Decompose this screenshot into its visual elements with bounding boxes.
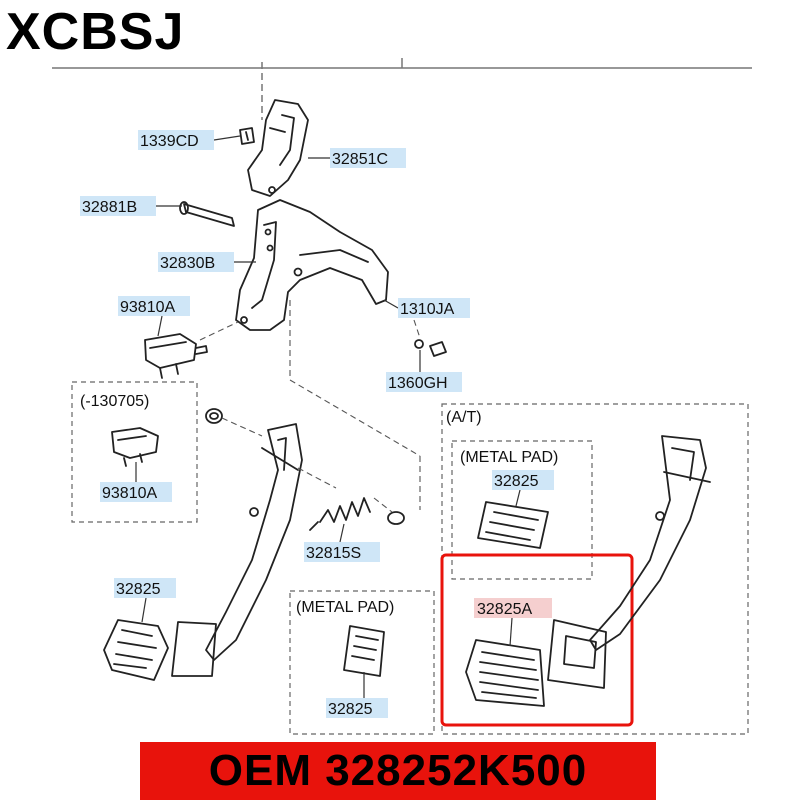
part-number-text: 32830B <box>160 255 215 272</box>
group-box-prior <box>71 381 198 523</box>
part-number-text: 1310JA <box>400 301 455 318</box>
leader-lines <box>135 135 521 698</box>
part-number-text: 93810A <box>102 485 157 502</box>
part-number-text: 32825 <box>116 581 161 598</box>
part-label-32881B[interactable]: 32881B <box>80 196 156 216</box>
group-label-metal-pad-top: (METAL PAD) <box>460 449 558 466</box>
part-number-text: 1360GH <box>388 375 448 392</box>
part-number-text: 32815S <box>306 545 361 562</box>
part-label-93810A-box[interactable]: 93810A <box>100 482 172 502</box>
group-box-metal-pad-top <box>451 440 593 580</box>
part-label-32815S[interactable]: 32815S <box>304 542 380 562</box>
brand-logo-text: XCBSJ <box>6 3 185 61</box>
part-number-text: 32851C <box>332 151 388 168</box>
part-number-text: 32825 <box>494 473 539 490</box>
part-label-1310JA[interactable]: 1310JA <box>398 298 470 318</box>
part-label-1339CD[interactable]: 1339CD <box>138 130 214 150</box>
part-number-text: 93810A <box>120 299 175 316</box>
part-label-32825-left[interactable]: 32825 <box>114 578 176 598</box>
part-label-32825-metal-bottom[interactable]: 32825 <box>326 698 388 718</box>
part-label-32825A-selected[interactable]: 32825A <box>474 598 552 618</box>
group-label-metal-pad-bottom: (METAL PAD) <box>296 599 394 616</box>
part-label-32825-metal-top[interactable]: 32825 <box>492 470 554 490</box>
diagram-top-rule <box>52 58 752 120</box>
part-label-1360GH[interactable]: 1360GH <box>386 372 462 392</box>
group-box-metal-pad-bottom <box>289 590 435 735</box>
selection-highlight-box <box>440 553 634 727</box>
part-number-text: 1339CD <box>140 133 199 150</box>
part-number-text: 32825 <box>328 701 373 718</box>
dashed-leaders <box>199 300 421 513</box>
oem-number-banner: OEM 328252K500 <box>140 742 656 800</box>
group-label-prior: (-130705) <box>80 393 149 410</box>
part-number-text: 32825A <box>477 601 532 618</box>
part-label-32851C[interactable]: 32851C <box>330 148 406 168</box>
pedal-assembly-drawing <box>103 99 711 707</box>
part-label-93810A-top[interactable]: 93810A <box>118 296 190 316</box>
part-number-text: 32881B <box>82 199 137 216</box>
group-label-at: (A/T) <box>446 409 482 426</box>
part-label-32830B[interactable]: 32830B <box>158 252 234 272</box>
